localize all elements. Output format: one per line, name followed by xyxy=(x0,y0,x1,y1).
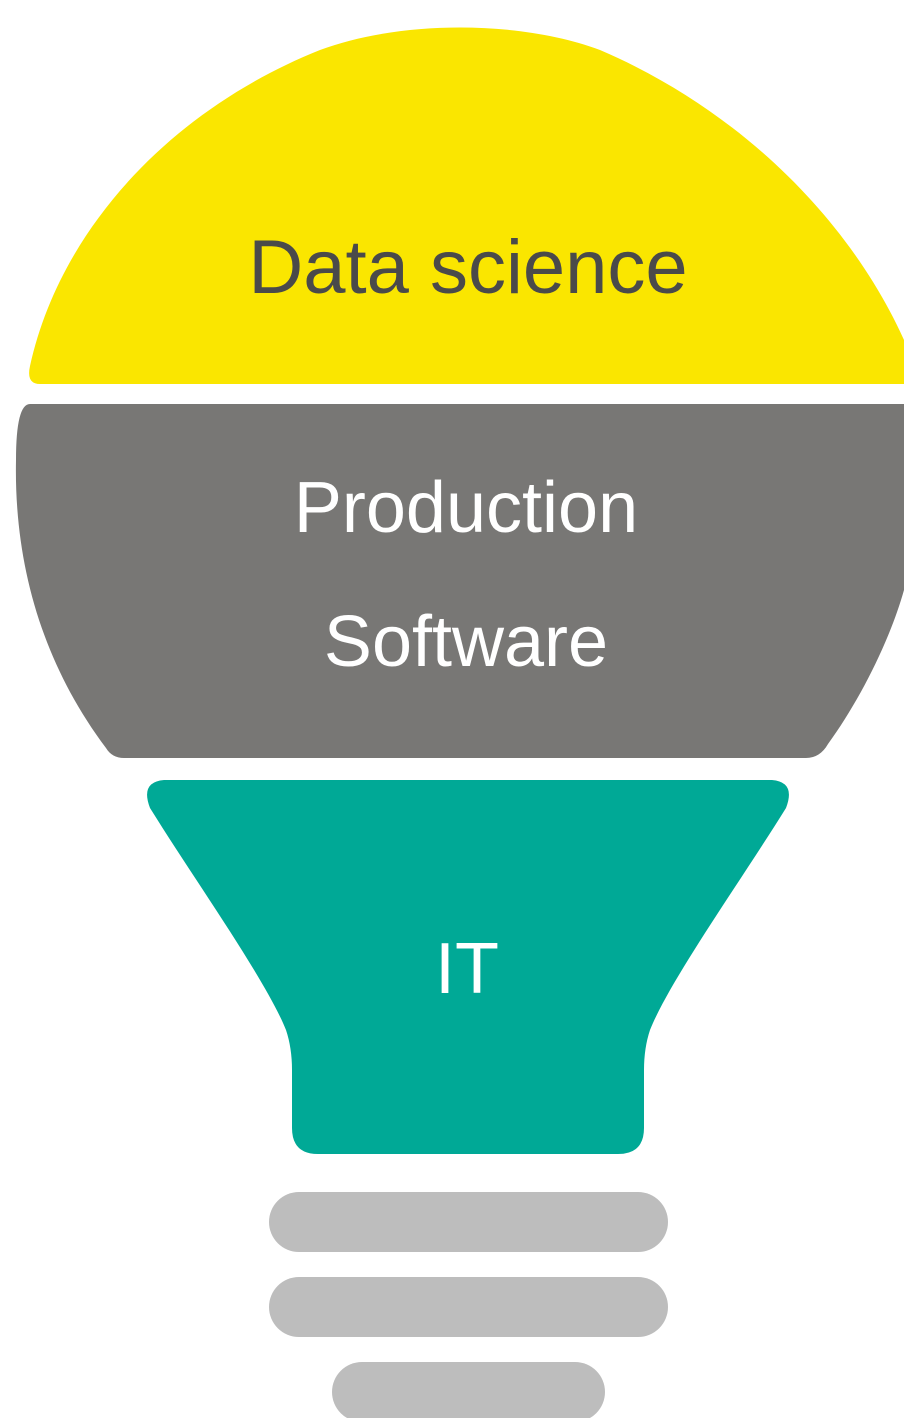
production-software-layer xyxy=(15,404,904,758)
base-thread-3 xyxy=(332,1362,605,1418)
it-label: IT xyxy=(435,929,499,1009)
data-science-label: Data science xyxy=(248,225,687,310)
data-science-layer xyxy=(29,27,904,384)
base-thread-1 xyxy=(269,1192,668,1252)
it-layer xyxy=(147,780,789,1154)
production-label: Production xyxy=(294,468,638,548)
software-label: Software xyxy=(324,602,608,682)
base-thread-2 xyxy=(269,1277,668,1337)
